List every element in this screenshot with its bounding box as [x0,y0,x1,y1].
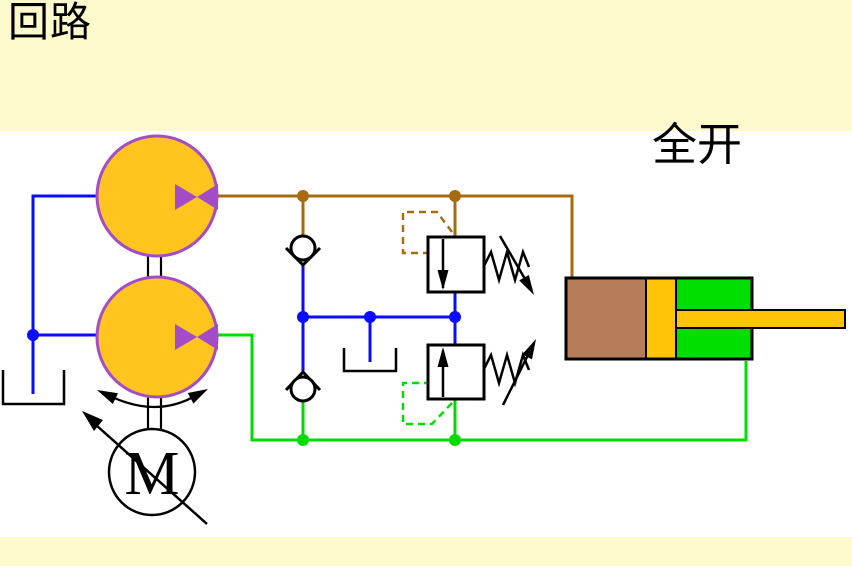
pump-outlet-triangle [175,184,197,210]
return-line-main [217,333,748,442]
return-lines [217,333,748,442]
check-valve-upper-icon [284,234,322,268]
spring-icon [482,350,531,388]
footer-band [0,537,852,566]
state-label: 全开 [652,120,743,170]
piston [646,278,676,359]
junction-blue-4 [449,311,461,323]
pressure-line-main [217,194,574,278]
junction-blue-2 [297,311,309,323]
oil-tank-left-icon [1,370,66,406]
pilot-line-upper [401,210,453,255]
check-valve-lower-icon [284,369,322,403]
piston-rod [675,309,846,329]
junction-blue-3 [364,311,376,323]
drive-shaft [146,256,163,429]
adjust-arrow [501,354,530,406]
junction-blue-1 [27,329,39,341]
pump-outlet-triangle [197,324,218,350]
oil-tank-middle-icon [342,348,398,373]
spring-icon [482,247,531,285]
junction-dots [27,190,461,446]
gear-pump-upper-icon [95,134,219,258]
junction-brown-1 [297,190,309,202]
hydraulic-cylinder-icon [564,276,846,361]
junction-green-1 [297,434,309,446]
junction-brown-2 [449,190,461,202]
pressure-lines [217,194,574,278]
variable-arrow-head [82,411,103,431]
adjust-arrow-head [522,339,536,360]
adjust-arrow [498,235,527,280]
suction-lines [31,194,457,394]
adjustable-relief-valve-lower-icon [426,339,536,406]
header-band [0,0,852,131]
rotation-arrow-icon [97,389,208,409]
cylinder-chamber-left [566,278,646,359]
flow-arrow-up [437,347,449,367]
pump-outlet-triangle [197,184,218,210]
page-title: 回路 [8,0,92,45]
adjust-arrow-head [519,275,534,295]
variable-speed-motor-icon: M [82,411,208,525]
suction-line-top [31,194,97,394]
junction-green-2 [449,434,461,446]
gear-pump-lower-icon [95,275,219,399]
adjustable-relief-valve-upper-icon [426,235,534,295]
flow-arrow-down [437,270,449,290]
variable-arrow [95,424,208,525]
pump-outlet-triangle [175,324,197,350]
